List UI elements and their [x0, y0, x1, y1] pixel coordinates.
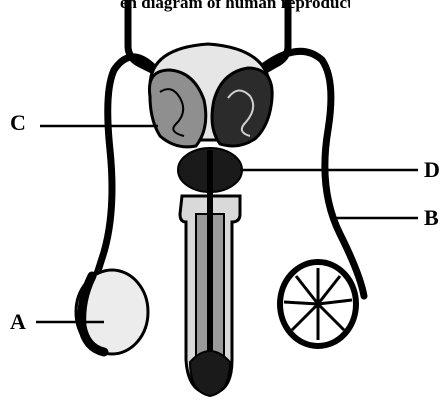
label-b: B — [424, 207, 439, 229]
label-d: D — [424, 159, 440, 181]
label-a: A — [10, 311, 26, 333]
label-c: C — [10, 112, 26, 134]
